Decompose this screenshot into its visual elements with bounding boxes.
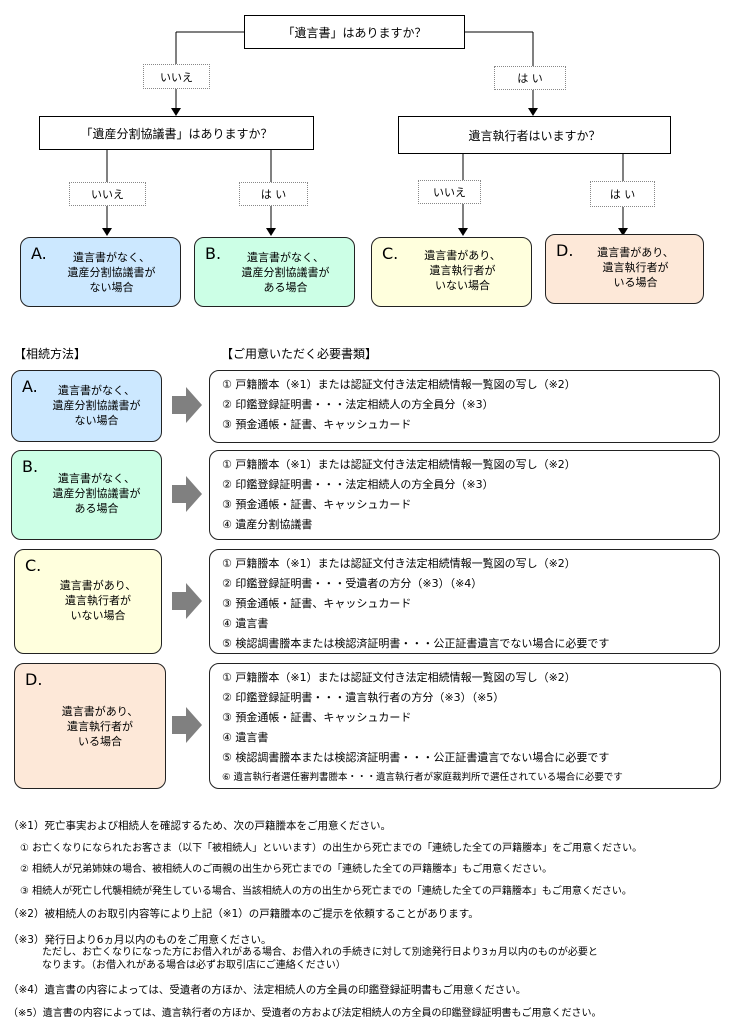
- documents-case-b: ① 戸籍謄本（※1）または認証文付き法定相続情報一覧図の写し（※2） ② 印鑑登…: [209, 450, 720, 540]
- method-case-b: B. 遺言書がなく、 遺産分割協議書が ある場合: [11, 450, 162, 540]
- case-a-result: A. 遺言書がなく、 遺産分割協議書が ない場合: [20, 237, 181, 307]
- doc-item: ② 印鑑登録証明書・・・法定相続人の方全員分（※3）: [222, 398, 494, 411]
- doc-item: ① 戸籍謄本（※1）または認証文付き法定相続情報一覧図の写し（※2）: [222, 458, 576, 471]
- doc-item: ① 戸籍謄本（※1）または認証文付き法定相続情報一覧図の写し（※2）: [222, 557, 576, 570]
- answer-yes-agreement: は い: [239, 182, 308, 206]
- footnote-3: （※3）発行日より6ヵ月以内のものをご用意ください。: [8, 934, 272, 946]
- method-case-c-text: 遺言書があり、 遺言執行者が いない場合: [59, 579, 137, 622]
- doc-item: ② 印鑑登録証明書・・・受遺者の方分（※3）（※4）: [222, 577, 483, 590]
- footnote-1-item-1: ① お亡くなりになられたお客さま（以下「被相続人」といいます）の出生から死亡まで…: [20, 843, 643, 854]
- method-case-b-letter: B.: [22, 457, 39, 476]
- documents-case-d: ① 戸籍謄本（※1）または認証文付き法定相続情報一覧図の写し（※2） ② 印鑑登…: [209, 663, 721, 789]
- method-case-a-letter: A.: [22, 377, 38, 396]
- arrow-right-icon: [172, 707, 202, 743]
- doc-item: ③ 預金通帳・証書、キャッシュカード: [222, 597, 412, 610]
- method-case-d-letter: D.: [25, 670, 43, 689]
- method-case-d-text: 遺言書があり、 遺言執行者が いる場合: [61, 705, 139, 748]
- case-b-text: 遺言書がなく、 遺産分割協議書が ある場合: [241, 251, 330, 294]
- doc-item: ⑤ 検認調書謄本または検認済証明書・・・公正証書遺言でない場合に必要です: [222, 637, 610, 650]
- footnote-1: （※1）死亡事実および相続人を確認するため、次の戸籍謄本をご用意ください。: [8, 820, 391, 832]
- question-division-agreement-text: 「遺産分割協議書」はありますか？: [80, 126, 273, 141]
- doc-item: ② 印鑑登録証明書・・・法定相続人の方全員分（※3）: [222, 478, 494, 491]
- answer-yes-will-text: は い: [517, 72, 543, 85]
- case-a-letter: A.: [31, 244, 47, 263]
- footnote-1-item-3: ③ 相続人が死亡し代襲相続が発生している場合、当該相続人の方の出生から死亡までの…: [20, 886, 632, 897]
- footnote-2: （※2）被相続人のお取引内容等により上記（※1）の戸籍謄本のご提示を依頼すること…: [8, 908, 479, 920]
- doc-item: ③ 預金通帳・証書、キャッシュカード: [222, 711, 412, 724]
- answer-yes-executor: は い: [590, 181, 655, 207]
- doc-item: ③ 預金通帳・証書、キャッシュカード: [222, 498, 412, 511]
- answer-no-will-text: いいえ: [160, 70, 193, 84]
- footnote-1-item-2: ② 相続人が兄弟姉妹の場合、被相続人のご両親の出生から死亡までの「連続した全ての…: [20, 864, 553, 875]
- doc-item: ④ 遺言書: [222, 617, 269, 630]
- method-case-a: A. 遺言書がなく、 遺産分割協議書が ない場合: [11, 370, 162, 442]
- arrow-right-icon: [172, 583, 202, 619]
- footnote-3-line-2: ただし、お亡くなりになった方にお借入れがある場合、お借入れの手続きに対して別途発…: [42, 947, 598, 958]
- case-b-letter: B.: [205, 244, 222, 263]
- doc-item: ④ 遺言書: [222, 731, 269, 744]
- footnote-5: （※5）遺言書の内容によっては、遺言執行者の方ほか、受遺者の方および法定相続人の…: [8, 1008, 602, 1019]
- footnote-4: （※4）遺言書の内容によっては、受遺者の方ほか、法定相続人の方全員の印鑑登録証明…: [8, 984, 527, 996]
- case-c-letter: C.: [382, 244, 399, 263]
- question-will-exists: 「遺言書」はありますか？: [244, 15, 465, 49]
- arrow-right-icon: [172, 476, 202, 512]
- method-case-d: D. 遺言書があり、 遺言執行者が いる場合: [14, 663, 166, 789]
- doc-item: ⑥ 遺言執行者選任審判書謄本・・・遺言執行者が家庭裁判所で選任されている場合に必…: [222, 772, 623, 783]
- answer-no-executor-text: いいえ: [433, 186, 466, 199]
- answer-yes-executor-text: は い: [609, 188, 636, 201]
- answer-yes-agreement-text: は い: [260, 188, 287, 201]
- answer-no-agreement-text: いいえ: [91, 188, 124, 201]
- question-division-agreement-exists: 「遺産分割協議書」はありますか？: [39, 116, 314, 150]
- doc-item: ③ 預金通帳・証書、キャッシュカード: [222, 418, 412, 431]
- heading-required-documents: 【ご用意いただく必要書類】: [221, 347, 378, 361]
- documents-case-a: ① 戸籍謄本（※1）または認証文付き法定相続情報一覧図の写し（※2） ② 印鑑登…: [209, 370, 720, 443]
- doc-item: ② 印鑑登録証明書・・・遺言執行者の方分（※3）（※5）: [222, 691, 505, 704]
- question-executor-exists: 遺言執行者はいますか？: [398, 116, 671, 154]
- method-case-b-text: 遺言書がなく、 遺産分割協議書が ある場合: [52, 472, 141, 515]
- arrow-right-icon: [172, 387, 202, 423]
- case-d-letter: D.: [556, 241, 574, 260]
- case-b-result: B. 遺言書がなく、 遺産分割協議書が ある場合: [194, 237, 355, 307]
- doc-item: ⑤ 検認調書謄本または検認済証明書・・・公正証書遺言でない場合に必要です: [222, 751, 610, 764]
- method-case-a-text: 遺言書がなく、 遺産分割協議書が ない場合: [52, 384, 141, 427]
- question-executor-text: 遺言執行者はいますか？: [468, 128, 601, 143]
- question-will-exists-text: 「遺言書」はありますか？: [282, 25, 427, 40]
- documents-case-c: ① 戸籍謄本（※1）または認証文付き法定相続情報一覧図の写し（※2） ② 印鑑登…: [209, 549, 720, 654]
- method-case-c-letter: C.: [25, 556, 42, 575]
- case-d-text: 遺言書があり、 遺言執行者が いる場合: [597, 246, 674, 289]
- answer-no-agreement: いいえ: [69, 182, 146, 206]
- answer-yes-will: は い: [494, 66, 566, 90]
- doc-item: ④ 遺産分割協議書: [222, 518, 313, 531]
- case-a-text: 遺言書がなく、 遺産分割協議書が ない場合: [67, 251, 156, 294]
- heading-inheritance-method: 【相続方法】: [14, 347, 87, 361]
- case-c-result: C. 遺言書があり、 遺言執行者が いない場合: [371, 237, 532, 307]
- case-c-text: 遺言書があり、 遺言執行者が いない場合: [424, 249, 501, 292]
- answer-no-will: いいえ: [143, 64, 210, 89]
- doc-item: ① 戸籍謄本（※1）または認証文付き法定相続情報一覧図の写し（※2）: [222, 671, 576, 684]
- doc-item: ① 戸籍謄本（※1）または認証文付き法定相続情報一覧図の写し（※2）: [222, 378, 576, 391]
- method-case-c: C. 遺言書があり、 遺言執行者が いない場合: [14, 549, 162, 654]
- footnote-3-line-3: なります。（お借入れがある場合は必ずお取引店にご連絡ください）: [42, 960, 346, 971]
- case-d-result: D. 遺言書があり、 遺言執行者が いる場合: [545, 234, 704, 304]
- answer-no-executor: いいえ: [418, 180, 481, 204]
